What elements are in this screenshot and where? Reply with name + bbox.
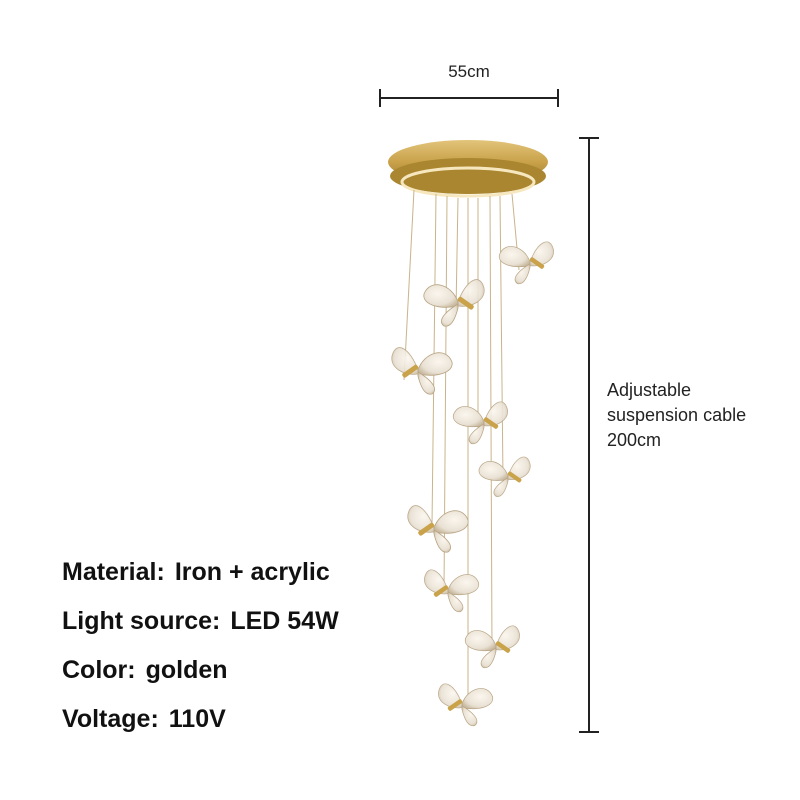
height-dimension-tick-bottom	[579, 731, 599, 733]
led-ring	[400, 166, 536, 198]
butterfly-pendants	[391, 241, 555, 727]
spec-material: Material: Iron + acrylic	[62, 552, 339, 601]
butterfly-icon	[478, 456, 531, 498]
spec-value: Iron + acrylic	[174, 558, 330, 586]
butterfly-icon	[407, 505, 469, 553]
spec-list: Material: Iron + acrylic Light source: LED…	[62, 552, 339, 748]
spec-light-source: Light source: LED 54W	[62, 601, 339, 650]
suspension-cables	[403, 189, 520, 695]
spec-value: 110V	[168, 705, 226, 733]
spec-color: Color: golden	[62, 650, 339, 699]
spec-value: golden	[145, 656, 228, 684]
cable-note-line-2: suspension cable	[607, 405, 747, 425]
spec-label: Voltage:	[62, 705, 159, 733]
cable-note-line-3: 200cm	[607, 430, 662, 450]
butterfly-icon	[452, 401, 509, 445]
spec-label: Color:	[62, 656, 136, 684]
spec-voltage: Voltage: 110V	[62, 699, 339, 748]
width-dimension-line	[379, 97, 559, 99]
spec-label: Light source:	[62, 607, 221, 635]
spec-value: LED 54W	[230, 607, 339, 635]
width-dimension-tick-right	[557, 89, 559, 107]
height-dimension-tick-top	[579, 137, 599, 139]
butterfly-icon	[423, 569, 480, 613]
butterfly-icon	[423, 279, 485, 327]
width-dimension-tick-left	[379, 89, 381, 107]
butterfly-icon	[391, 347, 453, 395]
spec-label: Material:	[62, 558, 165, 586]
width-dimension-label: 55cm	[448, 62, 490, 81]
butterfly-icon	[437, 683, 494, 727]
height-dimension-line	[588, 138, 590, 732]
butterfly-icon	[498, 241, 555, 285]
cable-length-note: Adjustable suspension cable 200cm	[607, 378, 746, 453]
cable-note-line-1: Adjustable	[607, 380, 692, 400]
